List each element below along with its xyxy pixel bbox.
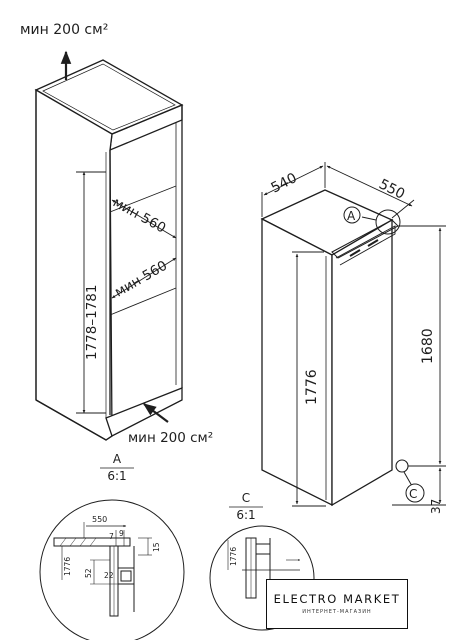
detail-a-dim-15: 15 — [152, 542, 161, 552]
bottom-air-arrow — [142, 403, 169, 423]
electro-market-logo: ELECTRO MARKET ИНТЕРНЕТ-МАГАЗИН — [266, 579, 408, 629]
min-depth-dimension-1 — [111, 199, 177, 239]
depth-label: 550 — [376, 176, 407, 202]
niche-height-label: 1778–1781 — [84, 285, 100, 360]
detail-a-drawing — [39, 499, 185, 640]
detail-c-title: C — [242, 491, 250, 505]
detail-a-dim-9: 9 — [119, 529, 124, 538]
detail-a-dim-22: 22 — [104, 571, 114, 580]
detail-c-dim-1776: 1776 — [229, 547, 238, 566]
detail-a-dim-550: 550 — [92, 515, 107, 524]
detail-c-scale: 6:1 — [236, 508, 255, 522]
width-label: 540 — [269, 170, 300, 196]
callout-c — [403, 471, 425, 503]
door-height-dimension — [398, 225, 446, 467]
bottom-air-label: мин 200 см² — [128, 430, 213, 446]
callout-a — [343, 206, 401, 235]
depth-dimension — [326, 165, 415, 219]
detail-a-dim-1776: 1776 — [63, 557, 72, 576]
appliance-drawing — [260, 189, 409, 507]
width-dimension — [261, 162, 326, 217]
logo-tagline: ИНТЕРНЕТ-МАГАЗИН — [302, 609, 372, 615]
top-air-label: мин 200 см² — [20, 22, 108, 38]
detail-a-title: A — [113, 452, 122, 466]
height-label: 1776 — [304, 369, 320, 405]
detail-a-dim-7: 7 — [109, 532, 114, 541]
height-dimension — [292, 251, 326, 507]
detail-a-scale: 6:1 — [107, 469, 126, 483]
bottom-offset-label: 37 — [429, 499, 443, 514]
cabinet-drawing — [34, 59, 184, 441]
bottom-offset-dimension — [392, 467, 446, 506]
callout-a-label: A — [347, 209, 356, 223]
logo-brand: ELECTRO MARKET — [273, 592, 401, 606]
niche-height-dimension — [76, 171, 106, 414]
callout-c-label: C — [409, 487, 417, 501]
detail-a-dim-52: 52 — [84, 568, 93, 578]
door-height-label: 1680 — [420, 328, 436, 364]
min-depth-dimension-2 — [111, 257, 177, 299]
